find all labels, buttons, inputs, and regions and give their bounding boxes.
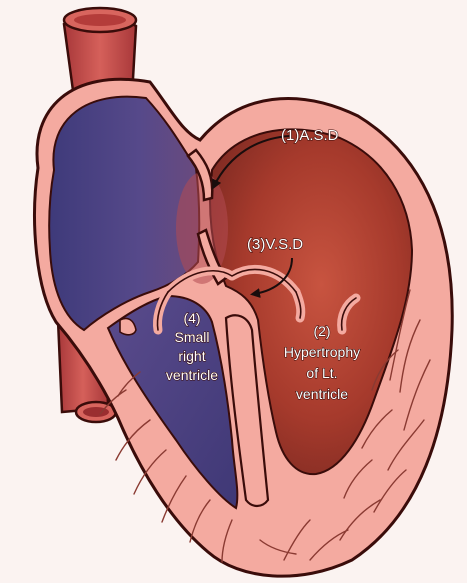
lv-label-line-3: of Lt. — [306, 365, 337, 381]
vsd-label: (3)V.S.D — [247, 236, 303, 253]
lv-label-line-1: (2) — [313, 323, 330, 339]
rv-label-line-4: ventricle — [166, 367, 218, 383]
rv-label-line-1: (4) — [183, 310, 200, 326]
lv-label-line-2: Hypertrophy — [284, 344, 360, 360]
rv-label-line-3: right — [178, 348, 205, 364]
lv-label-line-4: ventricle — [296, 386, 348, 402]
asd-label: (1)A.S.D — [281, 127, 339, 144]
rv-label-line-2: Small — [174, 329, 209, 345]
